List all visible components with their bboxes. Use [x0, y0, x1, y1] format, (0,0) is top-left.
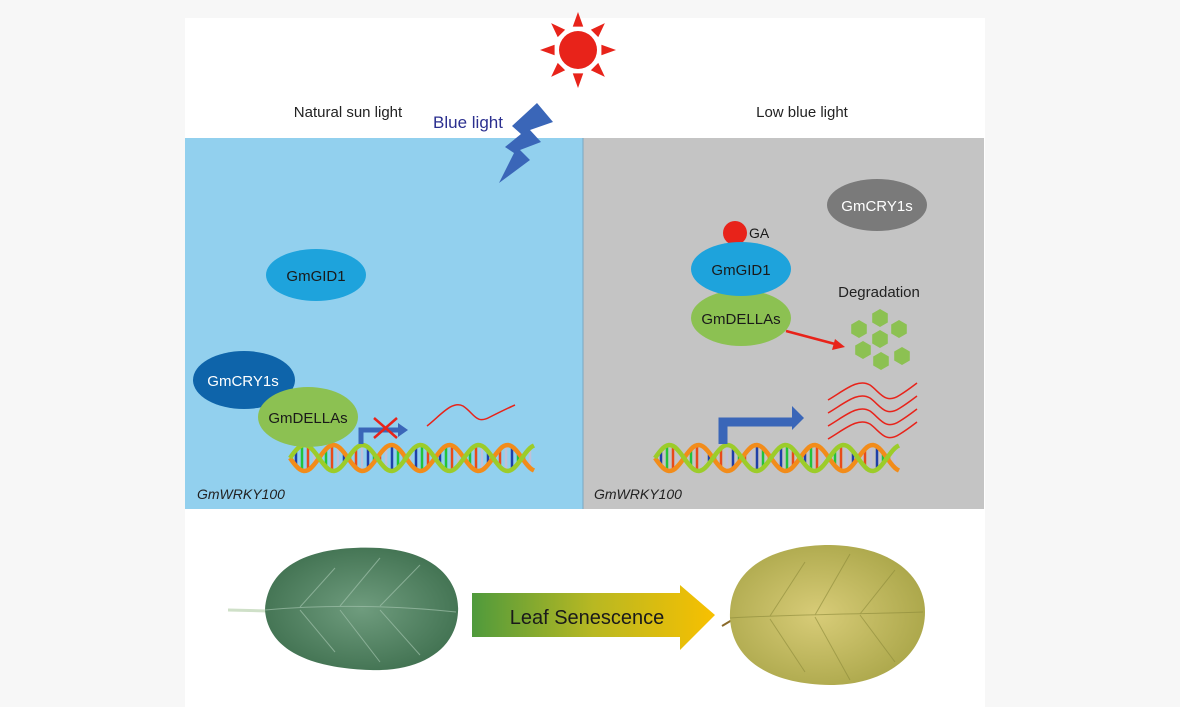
- sun-ray: [601, 44, 616, 56]
- protein-fragment-hexagon: [873, 352, 889, 370]
- low-blue-light-label: Low blue light: [756, 104, 849, 121]
- transcription-arrowhead-active: [792, 406, 804, 430]
- dna-helix-right: [653, 442, 901, 474]
- sun-ray: [551, 62, 566, 77]
- gmgid1-right-ellipse: [691, 242, 791, 296]
- gmwrky100-right-label: GmWRKY100: [594, 486, 682, 502]
- gmdellas-right-ellipse: [691, 290, 791, 346]
- natural-sun-light-label: Natural sun light: [294, 104, 403, 121]
- mrna-strand: [827, 408, 918, 427]
- transcription-arrow-active: [718, 417, 792, 444]
- protein-fragment-hexagon: [855, 341, 871, 359]
- ga-molecule: [723, 221, 747, 245]
- blue-light-label: Blue light: [433, 113, 503, 132]
- degradation-label: Degradation: [838, 284, 920, 301]
- gmcry1s-label: GmCRY1s: [207, 373, 278, 390]
- mrna-strand: [827, 382, 918, 401]
- lightning-bolt-icon: [499, 103, 553, 183]
- ga-label: GA: [749, 225, 770, 241]
- transcription-arrow-blocked: [358, 427, 398, 444]
- sun-ray: [590, 23, 605, 38]
- sun-ray: [590, 62, 605, 77]
- gmcry1s-inactive-label: GmCRY1s: [841, 198, 912, 215]
- gmgid1-ellipse: [266, 249, 366, 301]
- green-leaf-stem: [227, 608, 269, 613]
- dna-strand: [288, 442, 536, 474]
- gmcry1s-ellipse: [193, 351, 295, 409]
- mrna-strand: [827, 421, 918, 440]
- gmdellas-ellipse: [258, 387, 358, 447]
- senescent-leaf-veins: [729, 553, 924, 681]
- mrna-single: [426, 403, 516, 427]
- sun-ray: [572, 12, 584, 27]
- transcription-arrowhead: [398, 423, 408, 437]
- green-leaf: [265, 547, 459, 671]
- green-leaf-veins: [264, 557, 457, 663]
- protein-fragment-hexagon: [851, 320, 867, 338]
- gmgid1-right-label: GmGID1: [711, 262, 770, 279]
- protein-fragment-hexagon: [872, 309, 888, 327]
- gmdellas-label: GmDELLAs: [268, 410, 347, 427]
- sun-disc: [559, 31, 597, 69]
- sun-ray: [572, 73, 584, 88]
- gmdellas-right-label: GmDELLAs: [701, 311, 780, 328]
- gmcry1s-inactive-ellipse: [827, 179, 927, 231]
- degradation-arrow: [785, 329, 836, 346]
- protein-fragment-hexagon: [891, 320, 907, 338]
- protein-fragment-hexagon: [872, 330, 888, 348]
- dna-strand: [653, 442, 901, 474]
- degradation-arrowhead: [832, 339, 845, 350]
- leaf-senescence-arrow: [472, 585, 715, 650]
- dna-helix-left: [288, 442, 536, 474]
- blocked-x-icon: [373, 417, 398, 439]
- leaf-senescence-label: Leaf Senescence: [510, 607, 665, 629]
- mrna-multiple: [827, 382, 918, 440]
- gmgid1-label: GmGID1: [286, 268, 345, 285]
- sun-ray: [540, 44, 555, 56]
- mrna-strand: [827, 395, 918, 414]
- degraded-protein-fragments: [851, 309, 910, 370]
- senescent-leaf: [729, 545, 925, 685]
- sun-icon: [540, 12, 616, 88]
- protein-fragment-hexagon: [894, 347, 910, 365]
- gmwrky100-left-label: GmWRKY100: [197, 486, 285, 502]
- sun-ray: [551, 23, 566, 38]
